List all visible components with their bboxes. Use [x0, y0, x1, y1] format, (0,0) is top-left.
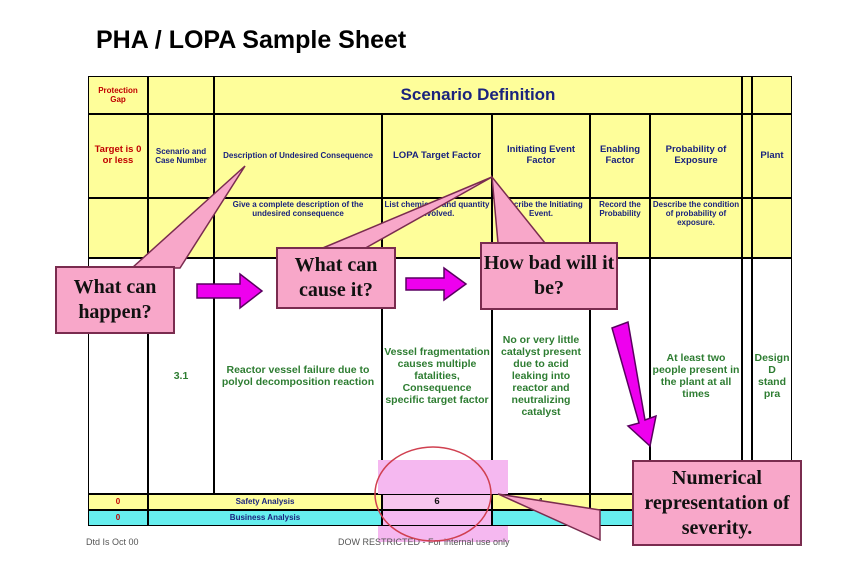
footer-right: DOW RESTRICTED - For internal use only — [338, 537, 510, 547]
business-gap: 0 — [88, 510, 148, 526]
callout-numerical: Numerical representation of severity. — [632, 460, 802, 546]
callout-how-bad: How bad will it be? — [480, 242, 618, 310]
page-title: PHA / LOPA Sample Sheet — [96, 26, 407, 54]
safety-label: Safety Analysis — [148, 494, 382, 510]
data-plant: Design D stand pra — [752, 258, 792, 494]
safety-gap: 0 — [88, 494, 148, 510]
arrow-down — [611, 320, 657, 448]
pointer-numerical — [497, 493, 601, 542]
instr-probability-exposure: Describe the condition of probability of… — [650, 198, 742, 258]
scenario-definition-header: Scenario Definition — [214, 76, 742, 114]
header-spacer — [742, 76, 752, 114]
pointer-what-cause — [317, 176, 493, 251]
arrow-right-2 — [405, 266, 468, 302]
col-scenario-number: Scenario and Case Number — [148, 114, 214, 198]
col-spacer — [742, 114, 752, 198]
severity-circle — [374, 446, 492, 542]
data-lopa-target: Vessel fragmentation causes multiple fat… — [382, 258, 492, 494]
data-gap — [88, 258, 148, 494]
callout-what-cause: What can cause it? — [276, 247, 396, 309]
col-plant: Plant — [752, 114, 792, 198]
business-label: Business Analysis — [148, 510, 382, 526]
instr-blank-1 — [88, 198, 148, 258]
protection-gap-header: Protection Gap — [88, 76, 148, 114]
data-probability-exposure: At least two people present in the plant… — [650, 258, 742, 494]
arrow-right-1 — [196, 272, 264, 310]
col-enabling-factor: Enabling Factor — [590, 114, 650, 198]
data-enabling-factor — [590, 258, 650, 494]
col-probability-exposure: Probability of Exposure — [650, 114, 742, 198]
col-target: Target is 0 or less — [88, 114, 148, 198]
instr-plant — [752, 198, 792, 258]
pointer-how-bad — [491, 174, 547, 244]
col-initiating-event: Initiating Event Factor — [492, 114, 590, 198]
callout-what-happen: What can happen? — [55, 266, 175, 334]
safety-value: 6 — [382, 494, 492, 510]
header-blank — [148, 76, 214, 114]
instr-enabling-factor: Record the Probability — [590, 198, 650, 258]
footer-left: Dtd Is Oct 00 — [86, 537, 139, 547]
col-description: Description of Undesired Consequence — [214, 114, 382, 198]
lopa-sheet: Protection Gap Scenario Definition Targe… — [88, 76, 792, 542]
pointer-what-happen — [130, 165, 246, 269]
header-plant-blank — [752, 76, 792, 114]
instr-spacer — [742, 198, 752, 258]
